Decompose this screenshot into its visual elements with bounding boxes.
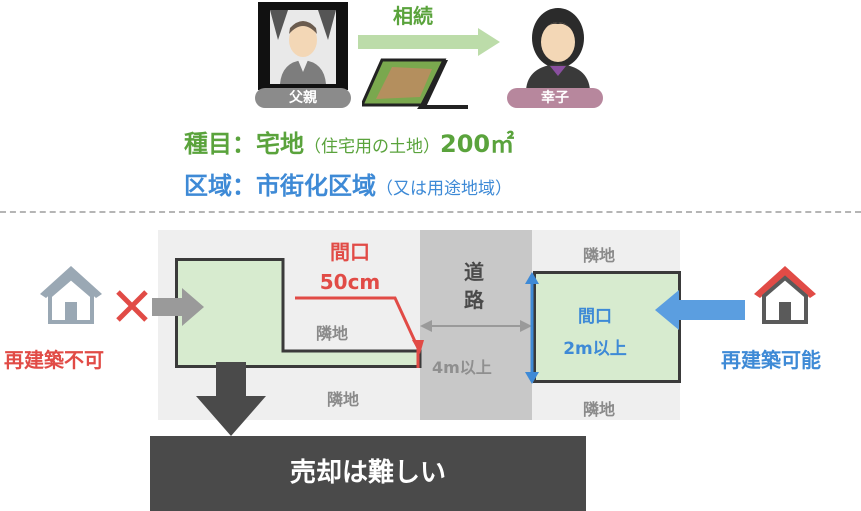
frontage-value: 50cm (319, 270, 381, 294)
father-icon (270, 10, 336, 84)
house-gray-icon (40, 266, 102, 324)
inherit-label: 相続 (393, 4, 433, 28)
frontage-title: 間口 (330, 240, 370, 264)
neighbor-top-right: 隣地 (583, 246, 616, 265)
zone-line: 区域：市街化区域（又は用途地域） (184, 166, 512, 201)
down-arrow (196, 362, 266, 436)
road-label: 道 路 (464, 260, 484, 312)
daughter-icon (526, 8, 590, 90)
house-red-icon (754, 266, 816, 324)
blocked-arrow (152, 288, 204, 326)
inherit-arrow (358, 28, 500, 56)
bottom-banner: 売却は難しい (150, 436, 586, 511)
access-arrow (655, 290, 745, 330)
neighbor-inner-left: 隣地 (316, 324, 349, 343)
zone-note: （又は用途地域） (376, 179, 512, 199)
road-width-arrow (420, 320, 532, 332)
category-note: （住宅用の土地） (304, 137, 440, 157)
father-portrait (270, 10, 336, 84)
category-line: 種目：宅地（住宅用の土地）200㎡ (184, 124, 514, 159)
right-status: 再建築可能 (721, 348, 821, 372)
category-area: 200㎡ (440, 130, 515, 158)
right-frontage-title: 間口 (578, 307, 612, 327)
left-status: 再建築不可 (4, 348, 104, 372)
category-label: 種目：宅地 (184, 130, 304, 158)
neighbor-bottom-right: 隣地 (583, 400, 616, 419)
frontage-pointer (295, 296, 424, 368)
road-width: 4m以上 (432, 358, 492, 377)
daughter-label: 幸子 (507, 88, 603, 108)
neighbor-bottom-left: 隣地 (327, 390, 360, 409)
section-divider (0, 211, 861, 213)
right-lot (533, 271, 681, 383)
father-label: 父親 (255, 88, 351, 108)
cross-icon (116, 290, 148, 322)
right-frontage-arrow (525, 272, 539, 384)
zone-label: 区域：市街化区域 (184, 172, 376, 200)
land-parcel-icon (362, 58, 468, 109)
right-frontage-value: 2m以上 (563, 339, 627, 359)
